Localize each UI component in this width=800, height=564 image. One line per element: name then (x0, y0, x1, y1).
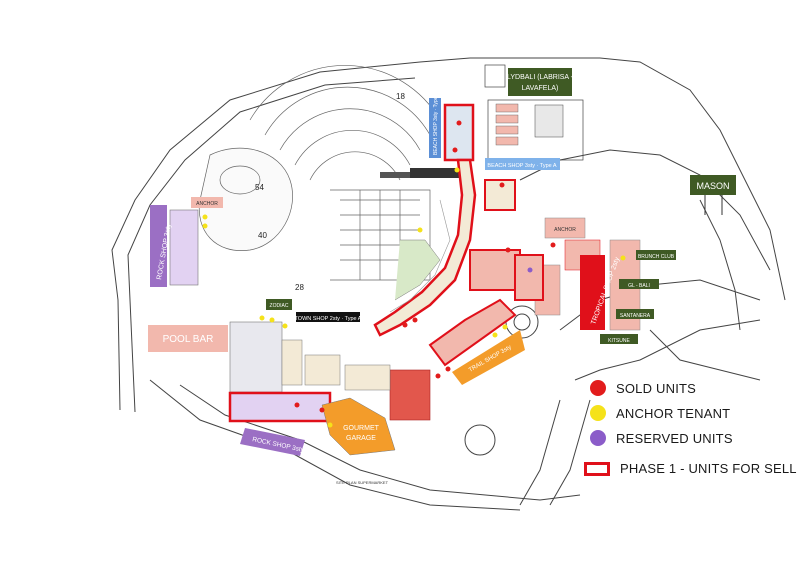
status-dots (202, 120, 626, 428)
zodiac-label: ZODIAC (266, 299, 292, 310)
lower-left-units: GOURMET GARAGE (228, 321, 431, 456)
svg-text:ZODIAC: ZODIAC (270, 303, 289, 309)
anchor-dot-icon (590, 405, 606, 421)
trail-shop-block: TRAIL SHOP 3sty (428, 179, 544, 385)
num-18: 18 (396, 92, 405, 101)
town-shop-label: TOWN SHOP 2sty · Type A (295, 312, 362, 322)
svg-text:LYDBALI (LABRISA -: LYDBALI (LABRISA - (507, 74, 574, 81)
num-40: 40 (258, 231, 267, 240)
svg-text:KITSUNE: KITSUNE (608, 338, 630, 344)
svg-text:BRUNCH CLUB: BRUNCH CLUB (638, 254, 675, 260)
curved-units (373, 158, 477, 337)
svg-text:GOURMET: GOURMET (343, 425, 380, 432)
beach-shop-block: BEACH SHOP 3sty · Type A BEACH SHOP 3sty… (429, 91, 560, 170)
lydbali-building (484, 64, 584, 161)
legend-reserved: RESERVED UNITS (590, 430, 733, 446)
svg-text:BEACH SHOP 3sty · Type A: BEACH SHOP 3sty · Type A (487, 163, 557, 169)
svg-text:ANCHOR: ANCHOR (196, 201, 218, 207)
lydbali-label: LYDBALI (LABRISA - LAVAFELA) (507, 68, 574, 96)
legend-sold: SOLD UNITS (590, 380, 696, 396)
svg-text:MASON: MASON (696, 181, 729, 191)
mason-label: MASON (690, 175, 736, 215)
legend-anchor: ANCHOR TENANT (590, 405, 730, 421)
kitsune-label: KITSUNE (600, 334, 638, 344)
rock-shop-bottom-label: ROCK SHOP 3sty (240, 428, 305, 456)
svg-text:GARAGE: GARAGE (346, 435, 376, 442)
pool-bar-label: POOL BAR (148, 325, 228, 352)
site-plan-caption: SITE PLAN SUPERMARKET (336, 480, 389, 485)
num-28: 28 (295, 283, 304, 292)
phase1-box-icon (584, 461, 610, 476)
svg-text:GL - BALI: GL - BALI (628, 283, 650, 289)
amphitheatre (198, 65, 441, 281)
brunch-club-label: BRUNCH CLUB (636, 250, 676, 260)
num-54: 54 (255, 183, 264, 192)
svg-text:SANTANERA: SANTANERA (620, 313, 651, 319)
svg-text:TOWN SHOP 2sty · Type A: TOWN SHOP 2sty · Type A (295, 316, 362, 322)
santanera-label: SANTANERA (616, 309, 654, 319)
svg-text:POOL BAR: POOL BAR (163, 334, 214, 345)
gl-bali-label: GL - BALI (619, 279, 659, 289)
black-path (380, 168, 460, 178)
legend-phase1: PHASE 1 - UNITS FOR SELL (584, 461, 797, 476)
svg-text:LAVAFELA): LAVAFELA) (522, 85, 559, 92)
rock-shop-top-block: ROCK SHOP 3sty ANCHOR (150, 197, 223, 287)
reserved-dot-icon (590, 430, 606, 446)
svg-text:ANCHOR: ANCHOR (554, 227, 576, 233)
svg-text:BEACH SHOP 3sty · Type A: BEACH SHOP 3sty · Type A (433, 91, 439, 155)
sold-dot-icon (590, 380, 606, 396)
